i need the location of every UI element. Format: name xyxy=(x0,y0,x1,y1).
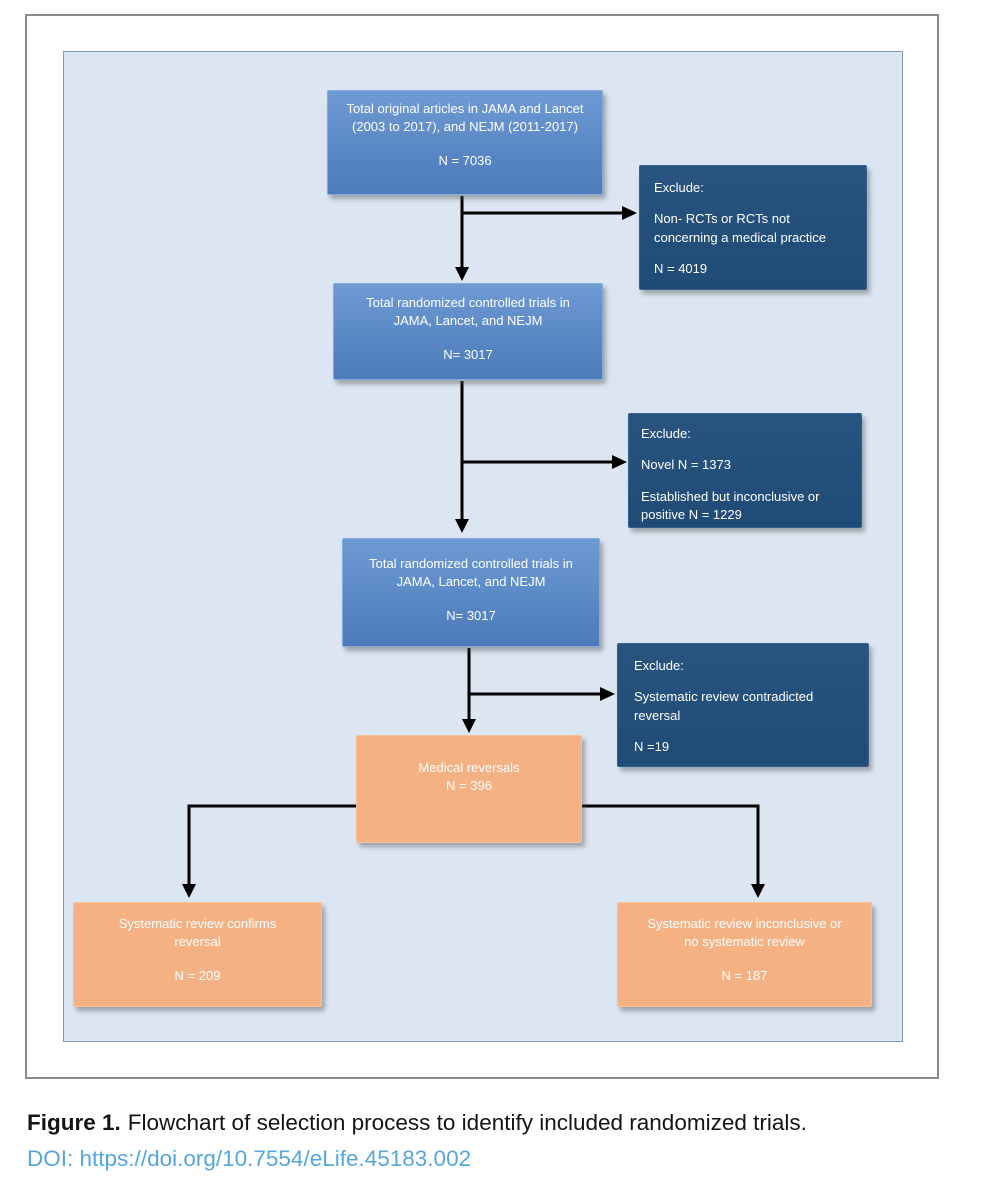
node-text: Total randomized controlled trials in JA… xyxy=(369,556,573,590)
node-rct-total-2: Total randomized controlled trials in JA… xyxy=(342,538,600,647)
node-text: Total randomized controlled trials in JA… xyxy=(366,295,570,329)
caption-text: Flowchart of selection process to identi… xyxy=(127,1110,807,1135)
node-text: Total original articles in JAMA and Lanc… xyxy=(346,101,584,135)
node-n-value: N = 187 xyxy=(721,967,768,983)
node-exclude-non-rct: Exclude: Non- RCTs or RCTs not concernin… xyxy=(639,165,867,290)
exclude-body: Systematic review contradicted reversal xyxy=(634,689,814,723)
exclude-title: Exclude: xyxy=(634,658,684,673)
node-medical-reversals: Medical reversals N = 396 xyxy=(356,735,582,843)
exclude-body: Non- RCTs or RCTs not concerning a medic… xyxy=(654,211,826,245)
node-text: Systematic review confirms reversal xyxy=(118,916,277,950)
figure-label: Figure 1. xyxy=(27,1110,121,1135)
node-n-value: N =19 xyxy=(634,739,670,755)
node-n-value: N= 3017 xyxy=(446,607,496,623)
node-sysrev-confirms: Systematic review confirms reversal N = … xyxy=(73,902,322,1007)
node-sysrev-inconclusive: Systematic review inconclusive or no sys… xyxy=(617,902,872,1007)
doi-line: DOI: https://doi.org/10.7554/eLife.45183… xyxy=(27,1142,967,1176)
exclude-title: Exclude: xyxy=(641,426,691,441)
node-n-value: N = 209 xyxy=(174,967,221,983)
node-text: Medical reversals xyxy=(418,760,520,775)
caption-line: Figure 1.Flowchart of selection process … xyxy=(27,1106,967,1140)
node-total-original-articles: Total original articles in JAMA and Lanc… xyxy=(327,90,603,195)
exclude-body-novel: Novel N = 1373 xyxy=(641,457,731,473)
node-n-value: N= 3017 xyxy=(443,346,493,362)
node-n-value: N = 4019 xyxy=(654,261,708,277)
figure-caption: Figure 1.Flowchart of selection process … xyxy=(27,1106,967,1176)
node-n-value: N = 7036 xyxy=(438,152,492,168)
node-text: Systematic review inconclusive or no sys… xyxy=(647,916,842,950)
exclude-title: Exclude: xyxy=(654,180,704,195)
node-exclude-sysrev-contradicted: Exclude: Systematic review contradicted … xyxy=(617,643,869,767)
node-rct-total-1: Total randomized controlled trials in JA… xyxy=(333,283,603,380)
doi-link[interactable]: https://doi.org/10.7554/eLife.45183.002 xyxy=(79,1146,472,1171)
exclude-body-established: Established but inconclusive or positive… xyxy=(641,488,820,523)
node-exclude-novel-established: Exclude: Novel N = 1373 Established but … xyxy=(628,413,862,528)
doi-label: DOI: xyxy=(27,1146,74,1171)
node-n-value: N = 396 xyxy=(446,778,492,794)
